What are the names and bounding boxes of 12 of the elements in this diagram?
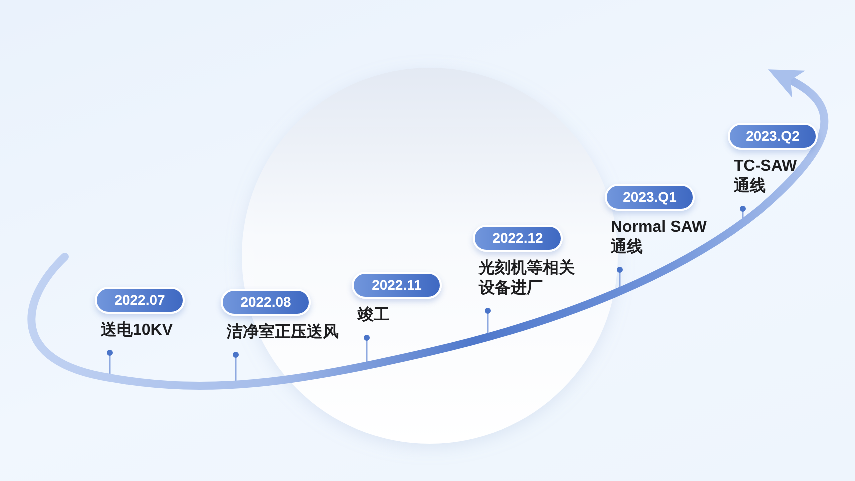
date-pill: 2023.Q2 — [728, 123, 818, 150]
milestone-description: TC-SAW 通线 — [734, 157, 798, 197]
milestone-description: 洁净室正压送风 — [227, 323, 339, 343]
milestone-description: 竣工 — [358, 306, 390, 326]
date-pill: 2022.08 — [221, 289, 311, 316]
date-pill: 2023.Q1 — [605, 184, 695, 211]
date-pill: 2022.12 — [473, 225, 563, 252]
date-pill: 2022.11 — [352, 272, 442, 299]
milestone-description: 送电10KV — [101, 321, 174, 341]
milestone-description: Normal SAW 通线 — [611, 218, 708, 258]
milestone-description: 光刻机等相关设备进厂 — [479, 259, 576, 299]
date-pill: 2022.07 — [95, 287, 185, 314]
